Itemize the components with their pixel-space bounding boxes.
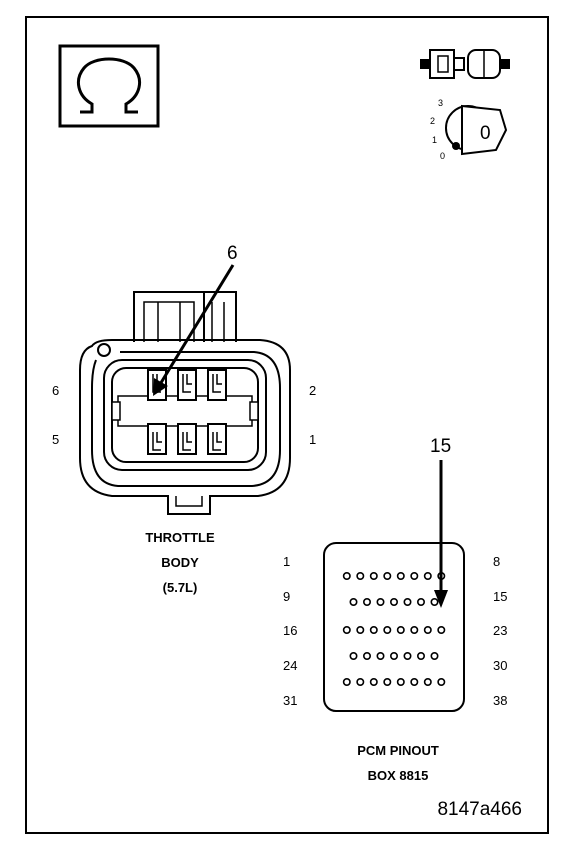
pcm-pin (376, 651, 385, 660)
diagram-frame (25, 16, 549, 834)
tb-pin-cavity (177, 423, 197, 455)
tb-pin-cavity (177, 369, 197, 401)
tb-pin-cavity (147, 423, 167, 455)
figure-id: 8147a466 (437, 799, 522, 820)
pcm-row-label-right: 23 (493, 623, 507, 638)
pcm-pin (356, 677, 365, 686)
tb-pin-cavity (207, 423, 227, 455)
pcm-pin (383, 625, 392, 634)
pcm-pin (396, 677, 405, 686)
pcm-callout-arrow (434, 460, 448, 608)
pcm-row-label-left: 1 (283, 554, 290, 569)
ignition-pos-0: 0 (440, 151, 445, 161)
pcm-pin (376, 597, 385, 606)
pcm-pin (437, 625, 446, 634)
tb-title-line1: THROTTLE (145, 530, 215, 545)
pcm-pin (349, 651, 358, 660)
pcm-pin (389, 597, 398, 606)
pcm-pin (349, 597, 358, 606)
tb-callout-number: 6 (227, 243, 238, 264)
pcm-pin (423, 571, 432, 580)
ignition-pos-3: 3 (438, 98, 443, 108)
pcm-pin (342, 625, 351, 634)
pcm-title-line1: PCM PINOUT (357, 743, 439, 758)
pcm-row-label-left: 31 (283, 693, 297, 708)
pcm-row-label-right: 8 (493, 554, 500, 569)
tb-callout-arrow (153, 264, 235, 396)
tb-pin-cavity (207, 369, 227, 401)
pcm-pin (383, 571, 392, 580)
pcm-pin (410, 625, 419, 634)
pcm-pin-grid (342, 571, 446, 686)
pcm-pin (369, 677, 378, 686)
pcm-row-label-left: 9 (283, 589, 290, 604)
pcm-pin (416, 597, 425, 606)
pcm-pin (430, 651, 439, 660)
pcm-pin (362, 651, 371, 660)
pcm-row-label-right: 38 (493, 693, 507, 708)
pcm-pin (383, 677, 392, 686)
pcm-pin (356, 571, 365, 580)
tb-pin-label-left-bottom: 5 (52, 432, 59, 447)
pcm-pin (403, 597, 412, 606)
tb-pin-label-right-top: 2 (309, 383, 316, 398)
pcm-pin (356, 625, 365, 634)
pcm-row-label-right: 15 (493, 589, 507, 604)
tb-pin-label-left-top: 6 (52, 383, 59, 398)
pcm-row-label-left: 24 (283, 658, 297, 673)
pcm-row-label-right: 30 (493, 658, 507, 673)
pcm-pin (430, 597, 439, 606)
pcm-pin (423, 625, 432, 634)
ignition-pos-2: 2 (430, 116, 435, 126)
pcm-pinout-box (323, 542, 465, 712)
pcm-pin (437, 677, 446, 686)
pcm-pin (362, 597, 371, 606)
pcm-pin (410, 571, 419, 580)
pcm-pin (416, 651, 425, 660)
pcm-callout-number: 15 (430, 436, 451, 457)
pcm-pin (410, 677, 419, 686)
pcm-row-labels: 1 8 9 15 16 23 24 30 31 38 (283, 554, 507, 708)
pcm-pin (403, 651, 412, 660)
ignition-key-label: 0 (480, 123, 491, 144)
ignition-key-off-icon: 3 2 1 0 0 (430, 98, 508, 161)
pcm-pin (369, 571, 378, 580)
pcm-title-line2: BOX 8815 (368, 768, 429, 783)
pcm-pin (342, 677, 351, 686)
tb-title-line3: (5.7L) (163, 580, 198, 595)
pcm-pin (369, 625, 378, 634)
tb-pin-label-right-bottom: 1 (309, 432, 316, 447)
pcm-pin (396, 625, 405, 634)
tb-title-line2: BODY (161, 555, 199, 570)
pcm-pin (423, 677, 432, 686)
disconnected-connector-icon (420, 49, 510, 79)
throttle-body-connector (79, 291, 291, 515)
ignition-pos-1: 1 (432, 135, 437, 145)
pcm-pin (342, 571, 351, 580)
throttle-body-pin-cavities (147, 369, 227, 455)
pcm-pin (389, 651, 398, 660)
pcm-row-label-left: 16 (283, 623, 297, 638)
ohmmeter-icon (58, 44, 160, 128)
pcm-pin (396, 571, 405, 580)
